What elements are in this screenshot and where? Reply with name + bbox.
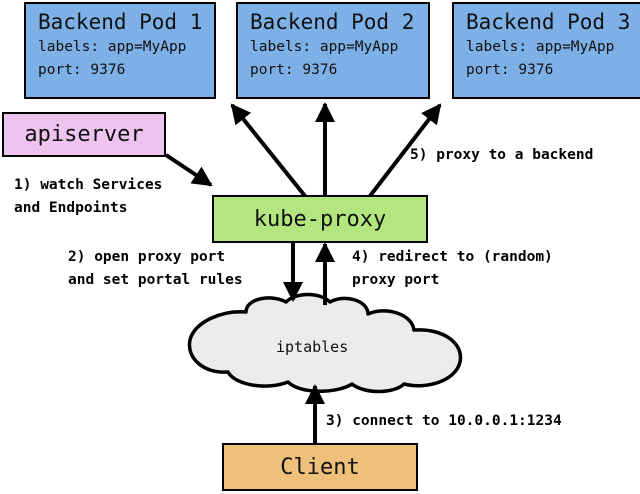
apiserver-label: apiserver [24,122,144,147]
annotation-step-5: 5) proxy to a backend [410,147,594,163]
backend-pod-1-box: Backend Pod 1 labels: app=MyApp port: 93… [24,2,216,99]
arrow-kubeproxy-to-pod3 [368,103,442,198]
backend-pod-1-port: port: 9376 [38,62,126,78]
backend-pod-1-title: Backend Pod 1 [38,10,203,34]
backend-pod-2-labels: labels: app=MyApp [250,39,399,55]
arrow-kubeproxy-to-pod1 [230,103,307,198]
backend-pod-2-box: Backend Pod 2 labels: app=MyApp port: 93… [236,2,430,99]
kube-proxy-label: kube-proxy [253,206,387,232]
arrow-apiserver-to-kubeproxy [164,153,213,187]
backend-pod-3-box: Backend Pod 3 labels: app=MyApp port: 93… [452,2,640,99]
annotation-step-1: 1) watch Services and Endpoints [14,177,163,216]
iptables-label: iptables [276,338,349,356]
client-label: Client [280,454,360,480]
backend-pod-3-labels: labels: app=MyApp [466,39,615,55]
backend-pod-1-labels: labels: app=MyApp [38,39,187,55]
iptables-cloud [187,292,463,394]
annotation-step-4: 4) redirect to (random) proxy port [352,249,553,288]
backend-pod-3-port: port: 9376 [466,62,554,78]
annotation-step-2: 2) open proxy port and set portal rules [68,249,243,288]
backend-pod-3-title: Backend Pod 3 [466,10,631,34]
client-box: Client [222,443,418,491]
backend-pod-2-port: port: 9376 [250,62,338,78]
backend-pod-2-title: Backend Pod 2 [250,10,415,34]
annotation-step-3: 3) connect to 10.0.0.1:1234 [326,413,562,429]
kube-proxy-box: kube-proxy [212,195,428,243]
apiserver-box: apiserver [2,112,166,157]
